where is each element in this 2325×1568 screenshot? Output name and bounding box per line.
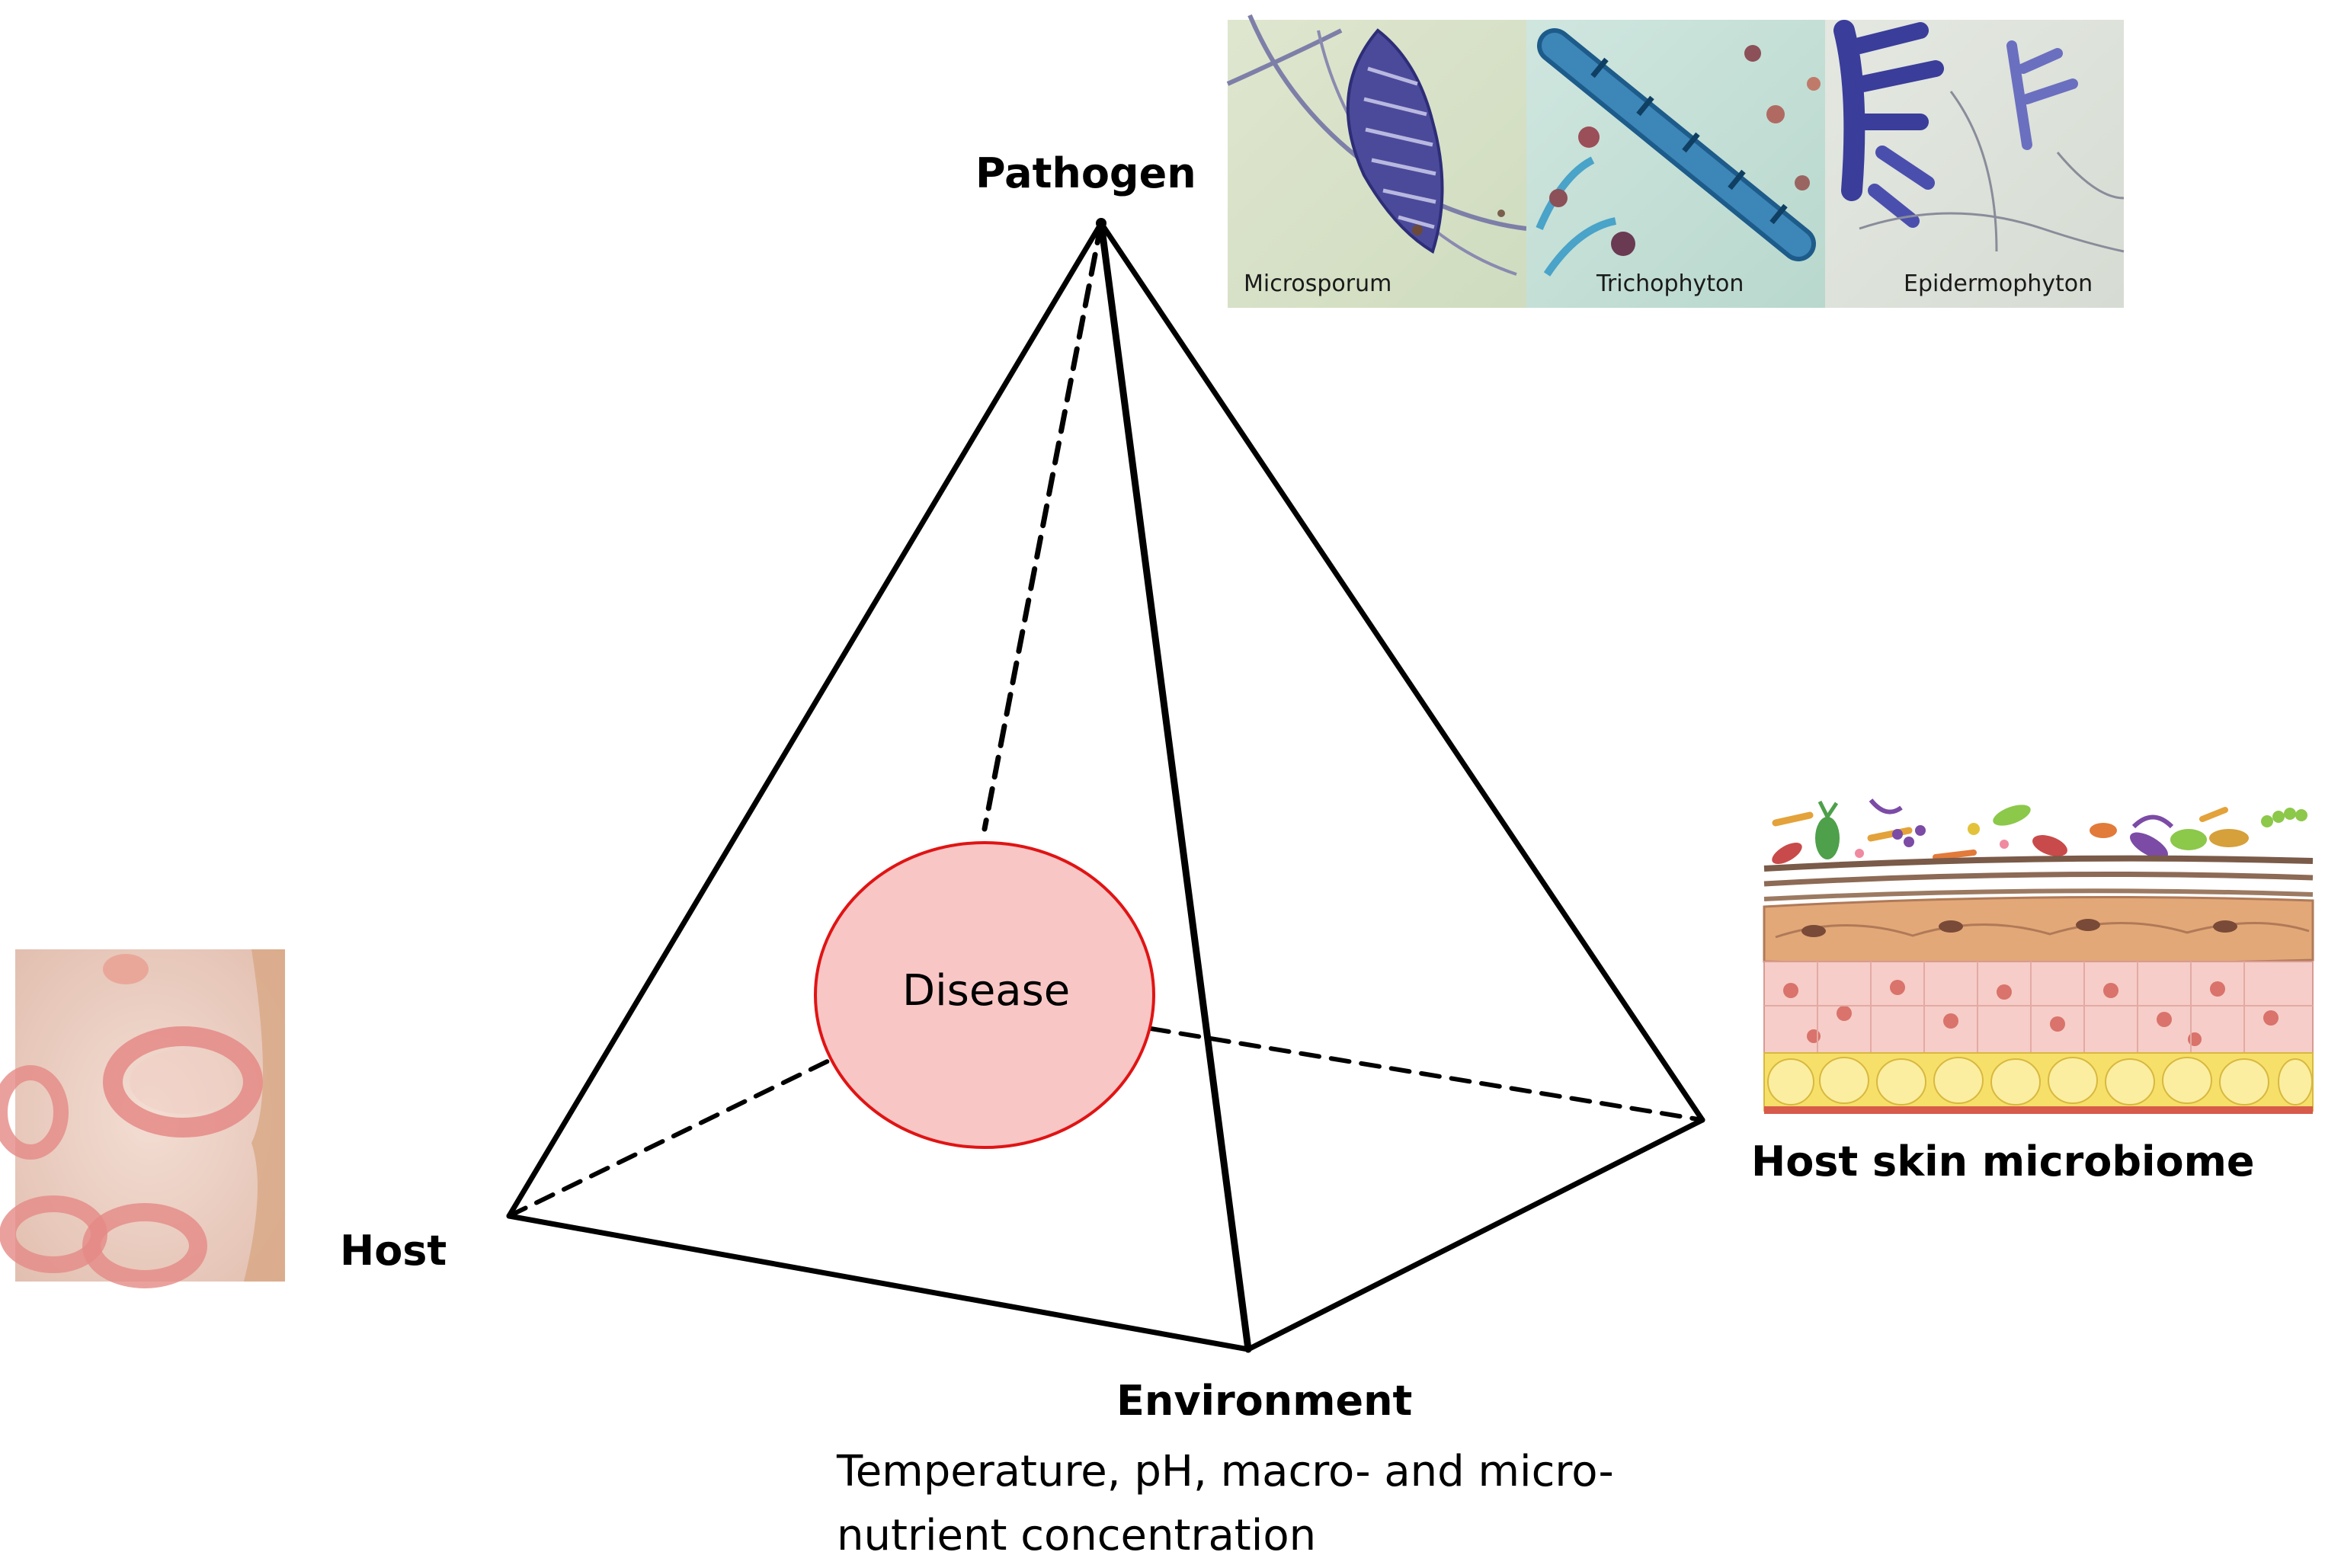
edge-pathogen-environment xyxy=(1097,219,1252,1353)
hidden-edge-host-center xyxy=(507,1057,834,1218)
edge-host-environment xyxy=(506,1213,1251,1352)
hidden-edge-center-microbiome xyxy=(1148,1026,1705,1122)
host-photo xyxy=(0,949,285,1288)
vertex-label-pathogen: Pathogen xyxy=(975,149,1196,197)
epidermophyton-clubs-icon: Epidermophyton xyxy=(1825,20,2125,308)
disease-circle xyxy=(814,841,1155,1149)
edge-pathogen-microbiome xyxy=(1098,220,1705,1123)
trichophyton-hyphae-icon: Trichophyton xyxy=(1526,20,1825,308)
vertex-pathogen xyxy=(1096,218,1106,229)
vertex-label-host: Host xyxy=(340,1227,447,1275)
panel-caption-epidermophyton: Epidermophyton xyxy=(1904,270,2093,297)
edge-pathogen-host xyxy=(506,220,1104,1219)
panel-caption-trichophyton: Trichophyton xyxy=(1596,270,1744,297)
disease-label: Disease xyxy=(902,966,1071,1016)
vertex-label-environment: Environment xyxy=(1116,1377,1413,1425)
panel-caption-microsporum: Microsporum xyxy=(1244,270,1391,297)
skin-layers-microbiome-illustration xyxy=(1763,798,2314,1114)
edge-environment-microbiome xyxy=(1245,1117,1705,1352)
microbe-icons xyxy=(1772,798,2307,864)
pyramid-edges xyxy=(506,219,1705,1353)
environment-description: Temperature, pH, macro- and micro-nutrie… xyxy=(837,1447,1614,1560)
vertex-label-microbiome: Host skin microbiome xyxy=(1751,1138,2255,1186)
pathogen-micrographs: Microsporum Trichophyton xyxy=(1226,14,2125,308)
hidden-edge-pathogen-center xyxy=(982,220,1104,832)
microsporum-macroconidium-icon: Microsporum xyxy=(1226,14,1527,308)
disease-node xyxy=(814,841,1155,1149)
